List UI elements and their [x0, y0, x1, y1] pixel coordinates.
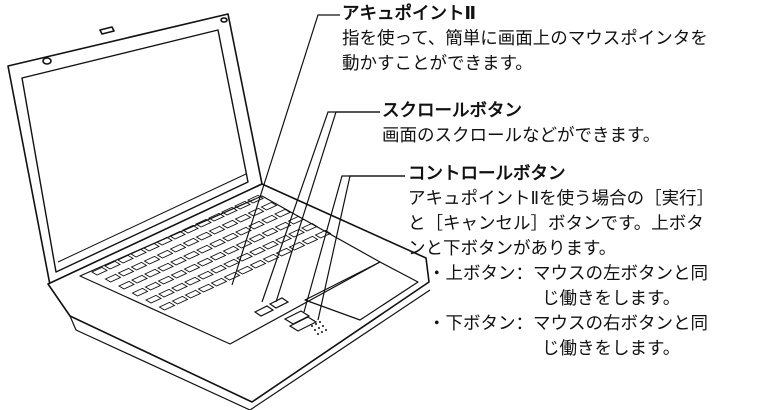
key — [169, 243, 187, 253]
key — [143, 255, 161, 265]
key — [209, 238, 226, 248]
key — [145, 294, 162, 304]
key — [131, 287, 149, 297]
key — [210, 277, 228, 287]
key — [221, 206, 238, 216]
leader-lines — [231, 14, 405, 321]
key — [144, 281, 162, 291]
accupoint-callout: アキュポイントⅡ 指を使って、簡単に画面上のマウスポインタを 動かすことができま… — [342, 2, 708, 77]
key — [260, 201, 278, 211]
key — [222, 232, 239, 242]
key — [248, 233, 266, 243]
key — [144, 268, 161, 278]
key — [301, 235, 319, 245]
key — [275, 234, 292, 244]
key — [91, 266, 108, 276]
control-title: コントロールボタン — [408, 164, 566, 184]
key — [274, 208, 291, 218]
key — [287, 215, 305, 225]
key — [184, 276, 201, 286]
control-desc-2: と［キャンセル］ボタンです。上ボタ — [408, 214, 704, 234]
key — [130, 248, 147, 258]
key — [261, 227, 279, 237]
key — [314, 229, 332, 239]
key — [195, 231, 213, 241]
key — [118, 280, 135, 290]
scroll-title: スクロールボタン — [382, 101, 522, 121]
key — [156, 236, 173, 246]
scroll-callout: スクロールボタン 画面のスクロールなどができます。 — [382, 99, 660, 149]
palm-rest — [304, 261, 419, 321]
key — [182, 237, 200, 247]
key — [169, 230, 186, 240]
key — [131, 274, 148, 284]
key — [117, 267, 135, 277]
accupoint-desc-2: 動かすことができます。 — [342, 54, 533, 74]
key — [223, 271, 241, 281]
key — [195, 218, 212, 228]
key — [208, 225, 226, 235]
key — [235, 239, 253, 249]
key — [248, 220, 265, 230]
key — [170, 269, 188, 279]
key — [196, 244, 213, 254]
key — [288, 228, 305, 238]
key — [117, 254, 134, 264]
upper-button-desc: ・上ボタン：マウスの左ボタンと同 — [428, 264, 708, 284]
key — [104, 273, 122, 283]
key — [235, 226, 252, 236]
key — [130, 261, 148, 271]
key — [171, 295, 189, 305]
control-callout: コントロールボタン アキュポイントⅡを使う場合の［実行］ と［キャンセル］ボタン… — [408, 162, 714, 362]
accupoint-desc-1: 指を使って、簡単に画面上のマウスポインタを — [342, 29, 708, 49]
scroll-desc: 画面のスクロールなどができます。 — [382, 126, 661, 146]
key — [158, 288, 175, 298]
accupoint-title: アキュポイントⅡ — [342, 4, 477, 24]
key — [262, 253, 280, 263]
control-desc-1: アキュポイントⅡを使う場合の［実行］ — [408, 189, 715, 209]
key — [261, 214, 278, 224]
key — [156, 249, 174, 259]
key — [210, 264, 227, 274]
key — [208, 212, 225, 222]
lower-button-desc: ・下ボタン：マウスの右ボタンと同 — [428, 314, 708, 334]
control-desc-3: ンと下ボタンがあります。 — [408, 239, 617, 259]
key — [234, 213, 252, 223]
key — [183, 250, 200, 260]
key — [143, 242, 160, 252]
key — [197, 270, 214, 280]
key — [236, 265, 254, 275]
key — [197, 283, 215, 293]
key — [182, 224, 199, 234]
key — [221, 219, 239, 229]
key — [301, 222, 318, 232]
key — [262, 240, 279, 250]
key — [157, 262, 174, 272]
key — [247, 207, 265, 217]
key — [247, 194, 264, 204]
key — [170, 256, 187, 266]
control-buttons — [253, 297, 318, 332]
key — [222, 245, 240, 255]
key — [183, 263, 201, 273]
key — [196, 257, 214, 267]
key — [234, 200, 251, 210]
key — [184, 289, 202, 299]
key — [104, 260, 121, 270]
key-grid — [91, 194, 332, 311]
key — [274, 221, 292, 231]
upper-button-desc-cont: じ働きをします。 — [542, 289, 681, 309]
key — [157, 275, 175, 285]
speaker-grille — [311, 321, 327, 335]
screen — [21, 29, 249, 273]
key — [209, 251, 227, 261]
key — [249, 246, 266, 256]
lower-button-desc-cont: じ働きをします。 — [542, 339, 681, 359]
key — [158, 301, 176, 311]
key — [171, 282, 188, 292]
key — [249, 259, 267, 269]
